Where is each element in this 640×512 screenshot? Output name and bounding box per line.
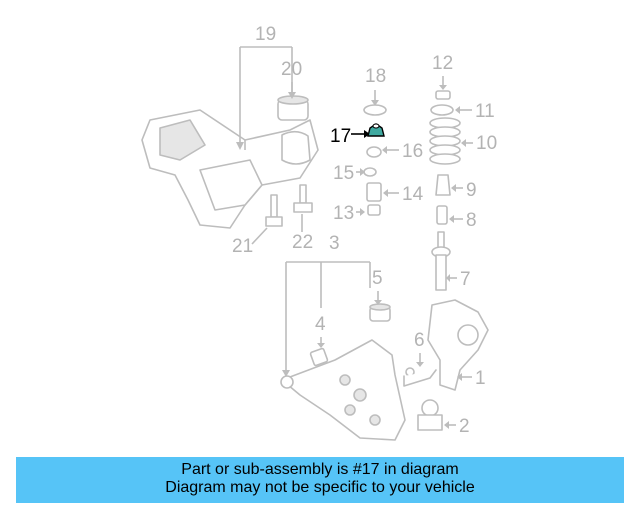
bolt-part-22: 22 <box>292 184 313 253</box>
coil-spring-part-10: 10 <box>429 117 497 165</box>
callout-3: 3 <box>282 233 371 377</box>
svg-text:3: 3 <box>329 233 340 254</box>
svg-text:8: 8 <box>466 210 477 231</box>
svg-text:13: 13 <box>333 203 354 224</box>
subframe-part <box>141 109 319 229</box>
svg-text:22: 22 <box>292 232 313 253</box>
svg-text:5: 5 <box>372 268 383 289</box>
bushing-part-20: 20 <box>277 59 309 121</box>
svg-text:14: 14 <box>402 184 424 205</box>
part-9: 9 <box>435 174 477 201</box>
svg-text:9: 9 <box>466 180 477 201</box>
svg-text:1: 1 <box>475 368 486 389</box>
knuckle-part-1: 1 <box>427 299 489 391</box>
svg-text:2: 2 <box>459 416 470 437</box>
svg-text:4: 4 <box>315 314 326 335</box>
part-13: 13 <box>333 203 381 224</box>
bushing-part-4: 4 <box>309 314 329 367</box>
svg-text:7: 7 <box>460 269 471 290</box>
part-11: 11 <box>430 101 495 122</box>
part-16: 16 <box>366 141 423 162</box>
part-17-highlighted[interactable]: 17 <box>330 123 385 147</box>
svg-text:11: 11 <box>475 101 495 122</box>
svg-text:12: 12 <box>432 53 453 74</box>
strut-part-7: 7 <box>431 231 471 291</box>
svg-text:10: 10 <box>476 133 497 154</box>
banner-line-1: Part or sub-assembly is #17 in diagram <box>181 461 459 478</box>
tie-link-part-6: 6 <box>403 330 437 387</box>
part-15: 15 <box>333 163 377 184</box>
banner-line-2: Diagram may not be specific to your vehi… <box>165 479 475 496</box>
part-8: 8 <box>436 205 477 231</box>
control-arm <box>280 339 406 441</box>
svg-text:20: 20 <box>281 59 302 80</box>
bolt-part-21: 21 <box>232 194 283 257</box>
svg-text:15: 15 <box>333 163 354 184</box>
svg-text:19: 19 <box>255 24 276 45</box>
ball-joint-part-2: 2 <box>417 399 470 437</box>
part-14: 14 <box>366 182 424 205</box>
parts-diagram: 19 20 21 22 18 17 1 <box>141 24 497 441</box>
svg-text:6: 6 <box>414 330 425 351</box>
svg-text:17: 17 <box>330 126 351 147</box>
svg-text:21: 21 <box>232 236 253 257</box>
info-banner: Part or sub-assembly is #17 in diagram D… <box>16 457 624 503</box>
part-18: 18 <box>363 66 387 116</box>
bushing-part-5: 5 <box>369 268 391 322</box>
svg-text:16: 16 <box>402 141 423 162</box>
part-12: 12 <box>432 53 453 100</box>
svg-text:18: 18 <box>365 66 386 87</box>
